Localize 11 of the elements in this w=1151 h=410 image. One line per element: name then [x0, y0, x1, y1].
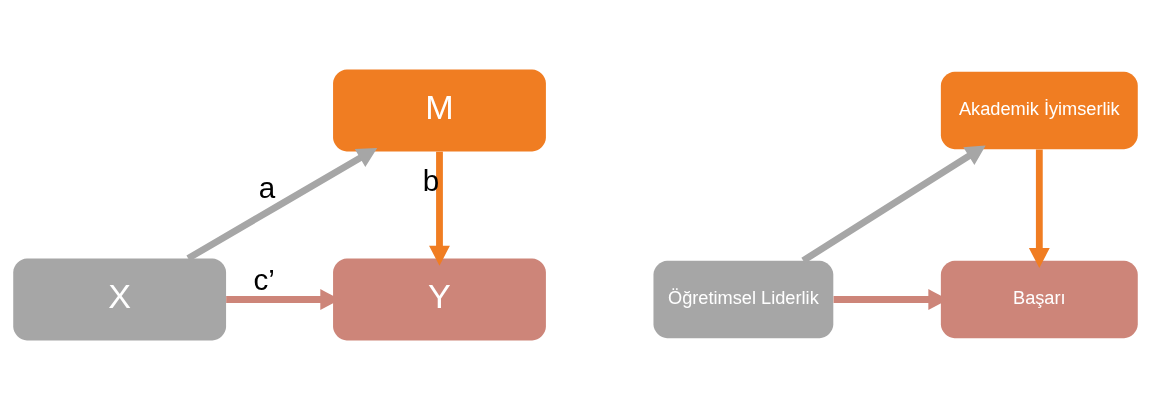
- edge-label: c’: [253, 263, 275, 297]
- node-box: X: [13, 258, 227, 341]
- arrow: [1028, 149, 1050, 268]
- node-box: M: [333, 69, 546, 152]
- arrow: [801, 145, 986, 264]
- edge-label: a: [258, 171, 276, 205]
- node-box: Y: [333, 258, 546, 341]
- node-box: Öğretimsel Liderlik: [653, 260, 834, 339]
- arrow: [186, 148, 378, 262]
- node-box: Akademik İyimserlik: [940, 71, 1138, 150]
- node-box: Başarı: [940, 260, 1138, 339]
